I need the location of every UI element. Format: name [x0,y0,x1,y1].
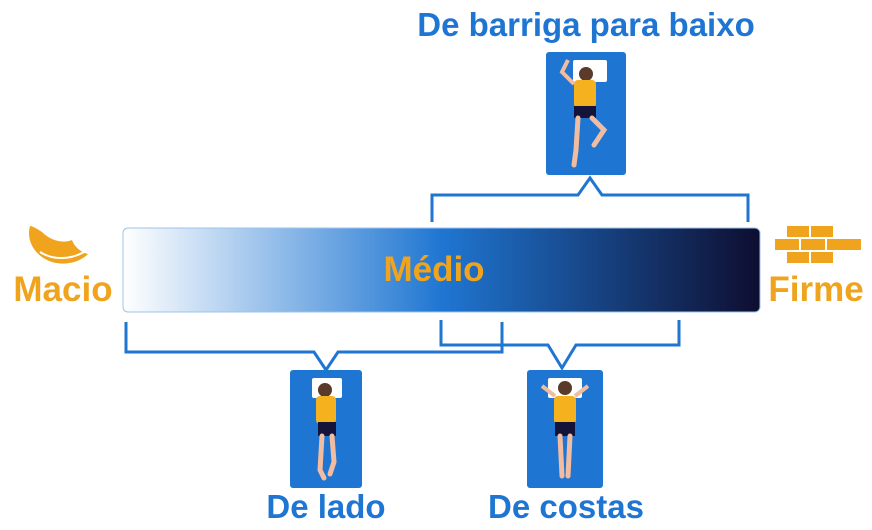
scale-label-firm: Firme [768,270,864,309]
scale-label-soft: Macio [13,270,113,309]
stomach-sleeper-illustration [546,52,626,175]
position-label-stomach: De barriga para baixo [417,6,755,43]
firmness-gradient-bar [122,227,761,313]
feather-icon [28,226,89,264]
bracket-back [439,320,681,371]
side-sleeper-illustration [290,370,362,488]
position-label-back: De costas [488,488,644,525]
back-sleeper-illustration [527,370,603,488]
bracket-stomach [430,175,750,222]
brick-wall-icon [775,226,861,263]
scale-label-medium: Médio [383,250,485,289]
position-label-side: De lado [266,488,386,525]
